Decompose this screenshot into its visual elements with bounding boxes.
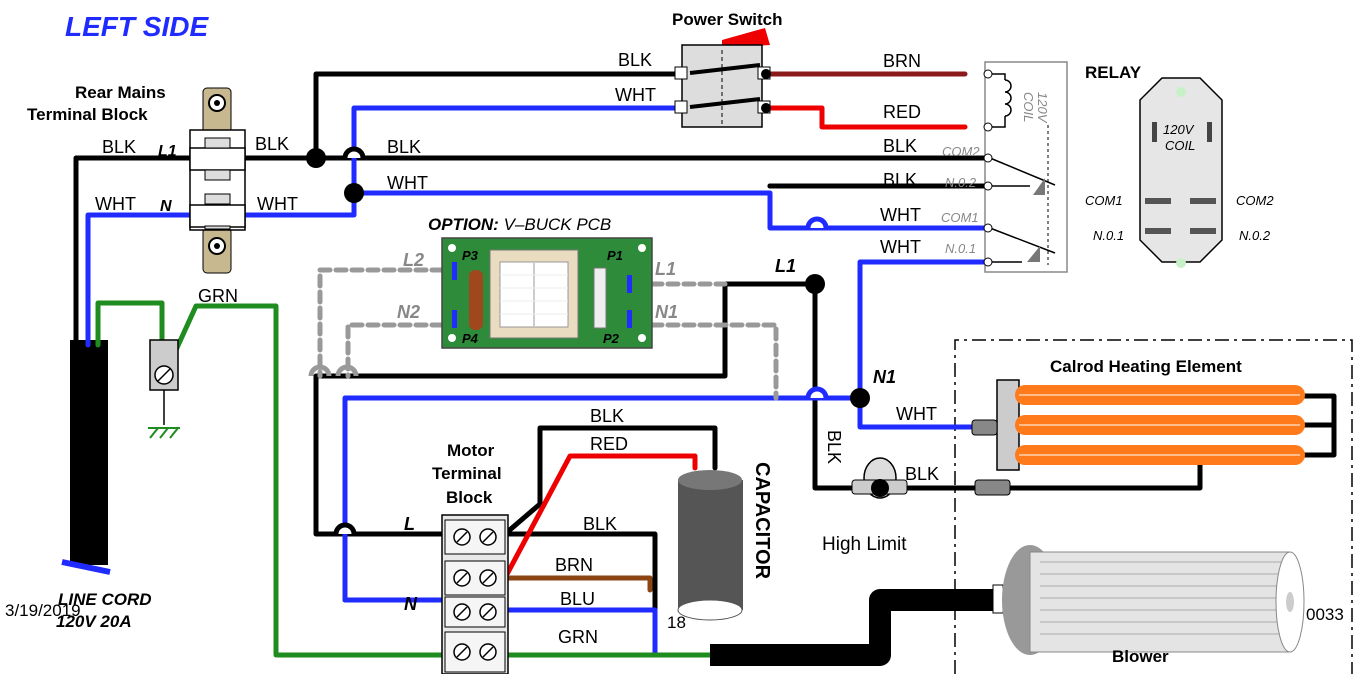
capacitor-icon [677, 470, 743, 621]
wire-label-blk-cord: BLK [102, 137, 136, 157]
relay-no1-label: N.0.1 [1093, 228, 1124, 243]
node-l1-label: L1 [775, 256, 796, 276]
motor-label-1: Motor [447, 441, 495, 460]
rear-mains-terminal-block [189, 87, 246, 274]
motor-n-label: N [404, 594, 418, 614]
pcb-l2-label: L2 [403, 250, 424, 270]
motor-l-label: L [404, 514, 415, 534]
wire-label-red-cap: RED [590, 434, 628, 454]
rear-mains-label-2: Terminal Block [27, 105, 148, 124]
terminal-l1-label: L1 [158, 143, 177, 160]
ground-lug-icon [148, 339, 180, 439]
calrod-heating-element-icon [971, 379, 1305, 496]
wire-label-grn-motor: GRN [558, 627, 598, 647]
pcb-n1-label: N1 [655, 302, 678, 322]
wire-label-wht-mid: WHT [387, 173, 428, 193]
red-brown-wires [502, 71, 968, 593]
calrod-label: Calrod Heating Element [1050, 357, 1242, 376]
relay-label: RELAY [1085, 63, 1142, 82]
high-limit-label: High Limit [822, 534, 907, 555]
blower-label: Blower [1112, 647, 1169, 666]
wire-label-blk-limit: BLK [905, 464, 939, 484]
vbuck-dashed-wires [317, 267, 779, 401]
blower-icon [710, 545, 1305, 666]
relay-coil-side-2: COIL [1021, 92, 1036, 122]
relay-com1-gray: COM1 [941, 210, 979, 225]
wire-label-wht-tb: WHT [257, 194, 298, 214]
relay-coil-label-2: COIL [1165, 138, 1195, 153]
motor-label-3: Block [446, 488, 493, 507]
line-cord: LINE CORD 120V 20A [56, 340, 152, 631]
wire-label-red-sw: RED [883, 102, 921, 122]
pcb-p1-label: P1 [607, 248, 623, 263]
terminal-n-label: N [160, 198, 172, 215]
relay-footprint [1139, 77, 1223, 268]
power-switch-label: Power Switch [672, 10, 783, 29]
pcb-p4-label: P4 [462, 331, 479, 346]
wire-label-blk-com2: BLK [883, 136, 917, 156]
wire-label-blk-mid: BLK [387, 137, 421, 157]
wire-label-wht-com1: WHT [880, 205, 921, 225]
option-label: OPTION: V–BUCK PCB [428, 215, 611, 234]
relay-no2-label: N.0.2 [1239, 228, 1271, 243]
pcb-l1-label: L1 [655, 259, 676, 279]
wire-label-grn: GRN [198, 286, 238, 306]
relay-schematic [984, 61, 1068, 273]
wire-label-blk-vert: BLK [824, 430, 844, 464]
wire-label-blk-sw: BLK [618, 50, 652, 70]
wire-label-wht-heat: WHT [896, 404, 937, 424]
capacitor-label: CAPACITOR [751, 462, 773, 580]
wire-label-blk-tb: BLK [255, 134, 289, 154]
left-side-title: LEFT SIDE [65, 11, 209, 42]
high-limit-thermostat-icon [851, 457, 908, 499]
relay-com2-gray: COM2 [942, 144, 980, 159]
doc-number-label: 0033 [1306, 605, 1344, 624]
node-n1-label: N1 [873, 367, 896, 387]
pcb-p2-label: P2 [603, 331, 620, 346]
pcb-p3-label: P3 [462, 248, 479, 263]
wire-label-blk-cap: BLK [590, 406, 624, 426]
wire-label-wht-sw: WHT [615, 85, 656, 105]
rear-mains-label-1: Rear Mains [75, 83, 166, 102]
pcb-n2-label: N2 [397, 302, 420, 322]
relay-coil-label-1: 120V [1163, 122, 1195, 137]
date-label: 3/19/2019 [5, 601, 81, 620]
heater-enclosure [954, 339, 1353, 674]
wire-label-blk-no2: BLK [883, 170, 917, 190]
wire-label-brn-sw: BRN [883, 51, 921, 71]
page-number-label: 18 [667, 613, 686, 632]
crossovers [308, 146, 829, 535]
green-wires [95, 300, 713, 658]
motor-terminal-block [441, 514, 509, 674]
relay-no2-gray: N.0.2 [945, 175, 977, 190]
line-cord-label-1: LINE CORD [58, 590, 152, 609]
junction-dots [306, 148, 870, 408]
power-switch-icon [674, 28, 771, 128]
option-bold: OPTION: [428, 215, 499, 234]
wire-label-wht-cord: WHT [95, 194, 136, 214]
wire-label-wht-no1: WHT [880, 237, 921, 257]
relay-com2-label: COM2 [1236, 193, 1274, 208]
relay-terminals [983, 69, 993, 267]
motor-label-2: Terminal [432, 464, 502, 483]
relay-com1-label: COM1 [1085, 193, 1123, 208]
option-rest: V–BUCK PCB [499, 215, 611, 234]
wire-label-blu-motor: BLU [560, 589, 595, 609]
vbuck-pcb-icon [441, 237, 653, 349]
wire-label-brn-motor: BRN [555, 555, 593, 575]
relay-no1-gray: N.0.1 [945, 241, 976, 256]
wire-label-blk-motor: BLK [583, 514, 617, 534]
relay-coil-side-1: 120V [1035, 92, 1050, 124]
line-cord-label-2: 120V 20A [56, 612, 132, 631]
